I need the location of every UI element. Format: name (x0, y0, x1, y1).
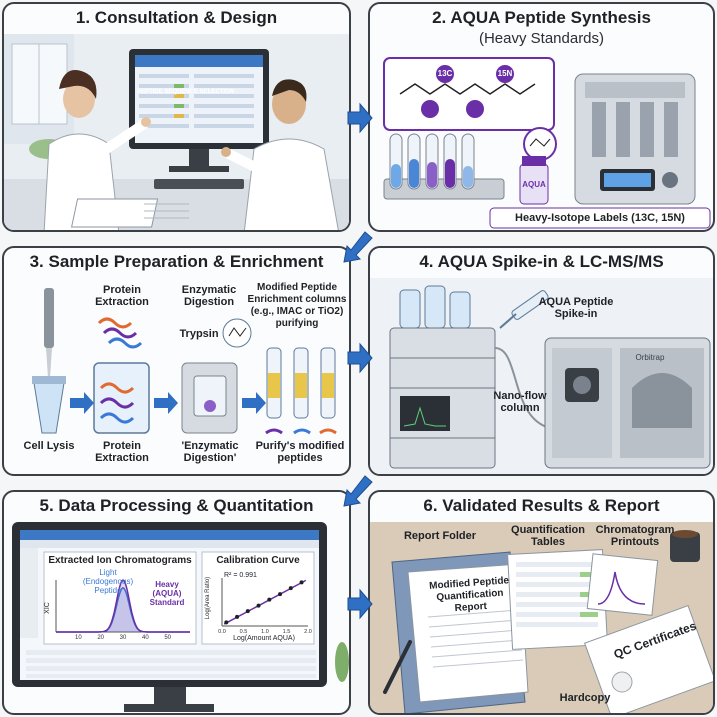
xic-title: Extracted Ion Chromatograms (48, 555, 192, 566)
panel-data-processing: 5. Data Processing & Quantitation 10 20 30… (2, 490, 351, 715)
panel-consultation-design: 1. Consultation & Design (2, 2, 351, 232)
panel-subtitle: (Heavy Standards) (478, 30, 605, 47)
sample-prep-scene (32, 288, 337, 435)
report-title: Modified Peptide Quantification Report (428, 575, 510, 615)
panel-spike-in-lcms: 4. AQUA Spike-in & LC-MS/MS AQUA Peptide… (368, 246, 715, 476)
enzymatic-digestion-bottom-label: 'Enzymatic Digestion' (181, 440, 239, 464)
panel-title: 1. Consultation & Design (75, 8, 278, 27)
chromatogram-printouts-label: Chromatogram Printouts (595, 524, 675, 548)
calib-point (267, 597, 272, 602)
calib-tick-label: 1.5 (283, 629, 291, 635)
nano-flow-label: Nano-flow column (493, 390, 547, 414)
xic-tick-label: 40 (142, 635, 149, 641)
calib-tick-label: 0.0 (218, 629, 226, 635)
synthesis-scene (383, 57, 711, 229)
calib-point (235, 614, 240, 619)
report-folder-label: Report Folder (403, 530, 477, 542)
protein-extraction-top-label: Protein Extraction (95, 284, 149, 308)
panel-title: 5. Data Processing & Quantitation (39, 496, 314, 515)
consultation-scene (4, 34, 349, 230)
orbitrap-label: Orbitrap (635, 353, 665, 362)
calib-point (224, 620, 229, 625)
xic-plot: 10 20 30 40 50 (55, 579, 190, 641)
xic-axis-label: XIC (44, 602, 51, 614)
panel-title: 4. AQUA Spike-in & LC-MS/MS (419, 252, 664, 271)
panel-title: 3. Sample Preparation & Enrichment (29, 252, 324, 271)
calib-tick-label: 1.0 (261, 629, 269, 635)
calib-point (278, 592, 283, 597)
xic-tick-label: 50 (164, 635, 171, 641)
calib-point (245, 609, 250, 614)
calib-point (288, 586, 293, 591)
light-series-label: Light (Endogenous) Peptide (82, 568, 134, 595)
xic-tick-label: 20 (97, 635, 104, 641)
xic-tick-label: 10 (75, 635, 82, 641)
spike-in-label: AQUA Peptide Spike-in (538, 296, 614, 320)
protein-extraction-bottom-label: Protein Extraction (95, 440, 149, 464)
calib-tick-label: 0.5 (240, 629, 248, 635)
report-scene (370, 522, 713, 713)
data-processing-scene: 10 20 30 40 50 0.0 0.5 1.0 1.5 2.0 (12, 522, 349, 712)
heavy-isotope-label: Heavy-Isotope Labels (13C, 15N) (515, 212, 685, 224)
r-squared-label: R² = 0.991 (224, 572, 257, 579)
calibration-title: Calibration Curve (216, 555, 300, 566)
enzymatic-digestion-top-label: Enzymatic Digestion (181, 284, 237, 308)
screen-header: PEPTIDE SEQUENCE SELECTION (137, 89, 235, 95)
calibration-plot: 0.0 0.5 1.0 1.5 2.0 (218, 578, 312, 635)
isotope-n-label: 15N (497, 69, 513, 78)
isotope-c-label: 13C (437, 69, 453, 78)
vial-label: AQUA (522, 180, 546, 189)
panel-sample-prep: 3. Sample Preparation & Enrichment (2, 246, 351, 476)
calibration-ylabel: Log(Area Ratio) (205, 576, 211, 620)
calib-tick-label: 2.0 (304, 629, 312, 635)
purify-label: Purify's modified peptides (255, 440, 345, 464)
panel-aqua-synthesis: 2. AQUA Peptide Synthesis (Heavy Standar… (368, 2, 715, 232)
calib-point (256, 603, 261, 608)
heavy-series-label: Heavy (AQUA) Standard (149, 580, 185, 607)
lcms-scene (370, 278, 713, 474)
calibration-xlabel: Log(Amount AQUA) (233, 635, 295, 642)
xic-series-2 (56, 579, 190, 633)
calib-point (299, 580, 304, 585)
panel-title: 2. AQUA Peptide Synthesis (432, 8, 651, 27)
enrichment-columns-label: Modified Peptide Enrichment columns (e.g… (247, 282, 347, 329)
cell-lysis-label: Cell Lysis (23, 440, 75, 452)
panel-title: 6. Validated Results & Report (423, 496, 660, 515)
trypsin-label: Trypsin (179, 328, 219, 340)
panel-validated-results: 6. Validated Results & Report (368, 490, 715, 715)
hardcopy-label: Hardcopy (559, 692, 611, 704)
xic-tick-label: 30 (120, 635, 127, 641)
quantification-tables-label: Quantification Tables (511, 524, 585, 548)
